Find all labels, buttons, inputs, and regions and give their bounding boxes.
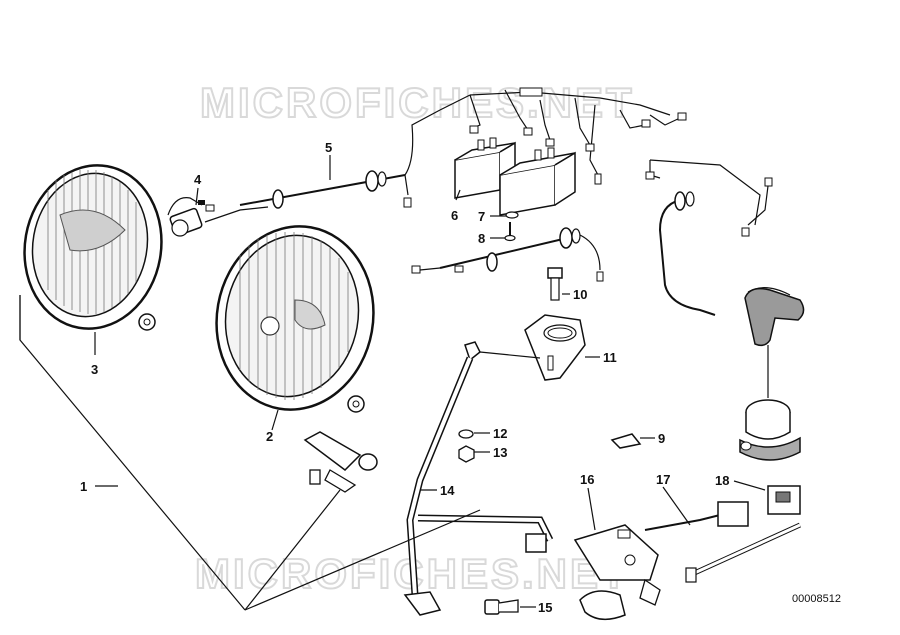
bulb-socket[interactable] — [167, 197, 269, 237]
lamp-mount-adjuster[interactable] — [303, 431, 378, 493]
label-part-9: 9 — [658, 431, 665, 446]
label-part-15: 15 — [538, 600, 552, 615]
label-part-6: 6 — [451, 208, 458, 223]
wiring-cable-2[interactable] — [411, 227, 604, 282]
label-part-12: 12 — [493, 426, 507, 441]
washer[interactable] — [505, 211, 519, 219]
switch-cable[interactable] — [645, 159, 773, 316]
switch-housing[interactable] — [739, 399, 801, 461]
relays[interactable] — [454, 137, 576, 216]
nut[interactable] — [458, 445, 475, 463]
label-part-16: 16 — [580, 472, 594, 487]
label-part-8: 8 — [478, 231, 485, 246]
mounting-bracket[interactable] — [524, 314, 586, 381]
label-part-7: 7 — [478, 209, 485, 224]
bolt[interactable] — [547, 267, 563, 301]
switch-bracket[interactable] — [573, 524, 661, 621]
watermark-top: MICROFICHES.NET — [200, 79, 635, 126]
screw[interactable] — [504, 222, 516, 242]
label-part-14: 14 — [440, 483, 455, 498]
label-part-2: 2 — [266, 429, 273, 444]
cable-tie[interactable] — [685, 522, 802, 583]
label-part-11: 11 — [603, 350, 617, 365]
mounting-bar[interactable] — [403, 341, 554, 616]
clip[interactable] — [610, 433, 642, 449]
screw-15[interactable] — [484, 599, 519, 615]
washer-12[interactable] — [458, 429, 474, 439]
label-part-18: 18 — [715, 473, 729, 488]
label-part-5: 5 — [325, 140, 332, 155]
switch-knob[interactable] — [744, 287, 805, 347]
fog-lamp-right[interactable] — [202, 214, 388, 422]
leader-lines — [19, 155, 766, 611]
wiring-harness[interactable] — [439, 87, 687, 185]
label-part-3: 3 — [91, 362, 98, 377]
connector[interactable] — [644, 485, 801, 531]
label-part-1: 1 — [80, 479, 87, 494]
fog-lamp-left[interactable] — [12, 154, 174, 339]
label-part-4: 4 — [194, 172, 202, 187]
wiring-cable[interactable] — [205, 109, 441, 212]
label-part-17: 17 — [656, 472, 670, 487]
label-part-13: 13 — [493, 445, 507, 460]
diagram-code: 00008512 — [792, 593, 841, 605]
label-part-10: 10 — [573, 287, 587, 302]
